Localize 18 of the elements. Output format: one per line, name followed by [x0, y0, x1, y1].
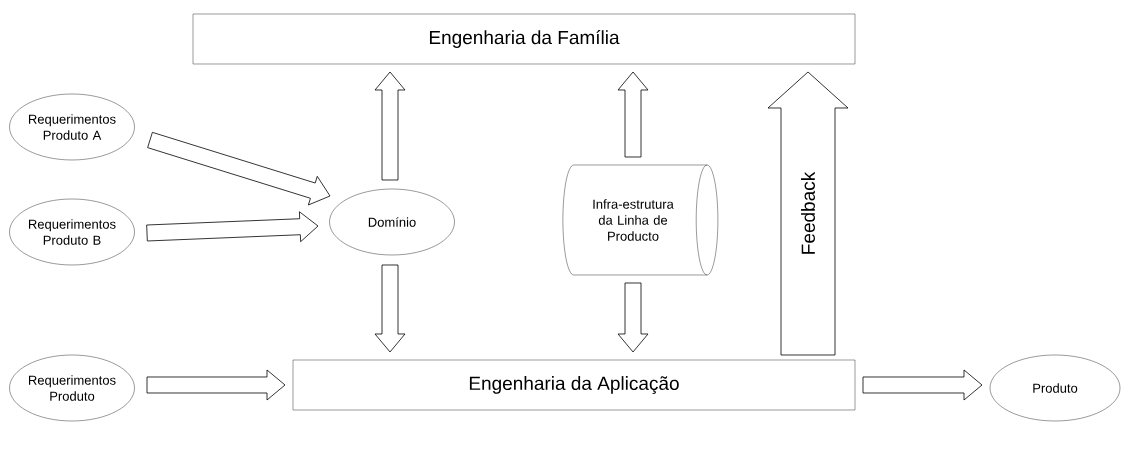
- edge-label: Feedback: [800, 170, 816, 257]
- block-arrow: [862, 369, 983, 401]
- block-arrow: [374, 71, 406, 181]
- block-arrow: [147, 131, 331, 206]
- oval-node: Requerimentos Produto A: [9, 93, 135, 161]
- process-box: Engenharia da Aplicação: [292, 359, 856, 411]
- block-arrow: [146, 211, 319, 243]
- block-arrow: [146, 369, 286, 401]
- oval-node: Produto: [989, 354, 1121, 422]
- block-arrow: [767, 71, 849, 356]
- oval-node: Domínio: [329, 188, 455, 256]
- process-box: Engenharia da Família: [192, 13, 856, 65]
- block-arrow: [617, 282, 649, 353]
- block-arrow: [617, 71, 649, 158]
- cylinder: Infra-estrutura da Linha de Producto: [562, 164, 719, 276]
- oval-node: Requerimentos Produto: [9, 354, 135, 422]
- block-arrow: [374, 264, 406, 353]
- oval-node: Requerimentos Produto B: [9, 198, 135, 266]
